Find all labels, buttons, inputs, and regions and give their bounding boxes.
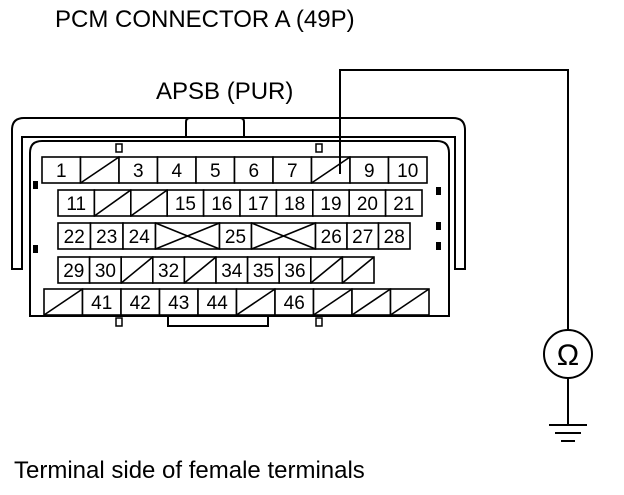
connector-side-pins <box>33 181 441 253</box>
svg-text:23: 23 <box>96 227 117 248</box>
svg-text:35: 35 <box>253 261 274 282</box>
connector-body <box>29 140 450 317</box>
terminal-18: 18 <box>275 189 314 217</box>
svg-text:26: 26 <box>321 227 342 248</box>
terminal-17: 17 <box>239 189 278 217</box>
terminal-35: 35 <box>246 256 281 284</box>
wire-label: APSB (PUR) <box>156 78 293 105</box>
terminal-42: 42 <box>120 288 161 316</box>
terminal-21: 21 <box>384 189 423 217</box>
terminal-11: 11 <box>57 189 96 217</box>
ground-symbol <box>549 424 587 442</box>
terminal-5: 5 <box>195 156 236 184</box>
terminal-16: 16 <box>202 189 241 217</box>
terminal-36: 36 <box>278 256 312 284</box>
terminal-4: 4 <box>156 156 197 184</box>
svg-text:41: 41 <box>91 293 112 314</box>
diagram-title: PCM CONNECTOR A (49P) <box>55 6 355 33</box>
terminal-unused <box>351 288 392 316</box>
terminal-41: 41 <box>81 288 122 316</box>
svg-text:17: 17 <box>248 194 269 215</box>
svg-text:5: 5 <box>210 161 221 182</box>
svg-text:43: 43 <box>168 293 189 314</box>
terminal-unused <box>183 256 217 284</box>
ohm-symbol: Ω <box>557 339 579 372</box>
svg-text:29: 29 <box>63 261 84 282</box>
svg-text:18: 18 <box>284 194 305 215</box>
terminal-unused <box>43 288 84 316</box>
terminal-15: 15 <box>166 189 205 217</box>
connector-shroud <box>11 117 466 270</box>
terminal-6: 6 <box>233 156 274 184</box>
terminal-29: 29 <box>57 256 91 284</box>
svg-text:32: 32 <box>158 261 179 282</box>
svg-text:11: 11 <box>66 194 86 215</box>
svg-text:6: 6 <box>248 161 259 182</box>
terminal-9: 9 <box>349 156 390 184</box>
terminal-unused <box>235 288 276 316</box>
svg-text:25: 25 <box>225 227 246 248</box>
terminal-28: 28 <box>377 222 411 250</box>
terminal-20: 20 <box>348 189 387 217</box>
terminal-43: 43 <box>158 288 199 316</box>
terminal-27: 27 <box>346 222 380 250</box>
terminal-unused <box>79 156 120 184</box>
terminal-1: 1 <box>41 156 82 184</box>
svg-text:4: 4 <box>171 161 182 182</box>
connector-key <box>167 316 269 327</box>
svg-text:9: 9 <box>364 161 375 182</box>
svg-text:7: 7 <box>287 161 298 182</box>
terminal-unused <box>120 256 154 284</box>
svg-text:36: 36 <box>284 261 305 282</box>
terminal-unused-wide <box>250 222 317 250</box>
connector-lock-tab <box>185 117 245 138</box>
terminal-23: 23 <box>89 222 124 250</box>
caption: Terminal side of female terminals <box>14 457 365 484</box>
svg-text:22: 22 <box>64 227 85 248</box>
terminal-unused <box>341 256 375 284</box>
terminal-unused <box>130 189 169 217</box>
terminal-unused <box>93 189 132 217</box>
svg-text:10: 10 <box>397 161 418 182</box>
svg-text:16: 16 <box>211 194 232 215</box>
terminal-unused <box>312 288 353 316</box>
svg-text:46: 46 <box>284 293 305 314</box>
terminal-24: 24 <box>122 222 157 250</box>
svg-text:1: 1 <box>56 161 67 182</box>
terminal-unused <box>309 256 344 284</box>
svg-text:42: 42 <box>130 293 151 314</box>
terminal-10: 10 <box>387 156 428 184</box>
svg-text:24: 24 <box>129 227 151 248</box>
terminal-30: 30 <box>88 256 122 284</box>
terminal-22: 22 <box>57 222 92 250</box>
svg-text:20: 20 <box>357 194 378 215</box>
svg-text:15: 15 <box>175 194 196 215</box>
svg-text:30: 30 <box>95 261 116 282</box>
terminal-19: 19 <box>311 189 350 217</box>
terminal-7: 7 <box>272 156 313 184</box>
terminal-32: 32 <box>152 256 186 284</box>
svg-text:21: 21 <box>393 194 414 215</box>
terminal-34: 34 <box>215 256 249 284</box>
svg-text:27: 27 <box>352 227 373 248</box>
probe-wire <box>339 69 569 330</box>
terminal-unused <box>389 288 430 316</box>
connector-notches <box>115 143 323 327</box>
terminal-unused-wide <box>154 222 221 250</box>
terminal-3: 3 <box>118 156 159 184</box>
terminal-unused <box>310 156 351 184</box>
svg-text:44: 44 <box>207 293 229 314</box>
svg-text:19: 19 <box>320 194 341 215</box>
terminal-26: 26 <box>314 222 348 250</box>
terminal-46: 46 <box>274 288 315 316</box>
svg-text:3: 3 <box>133 161 144 182</box>
svg-text:28: 28 <box>384 227 405 248</box>
terminal-44: 44 <box>197 288 238 316</box>
svg-text:34: 34 <box>221 261 243 282</box>
terminal-25: 25 <box>218 222 253 250</box>
